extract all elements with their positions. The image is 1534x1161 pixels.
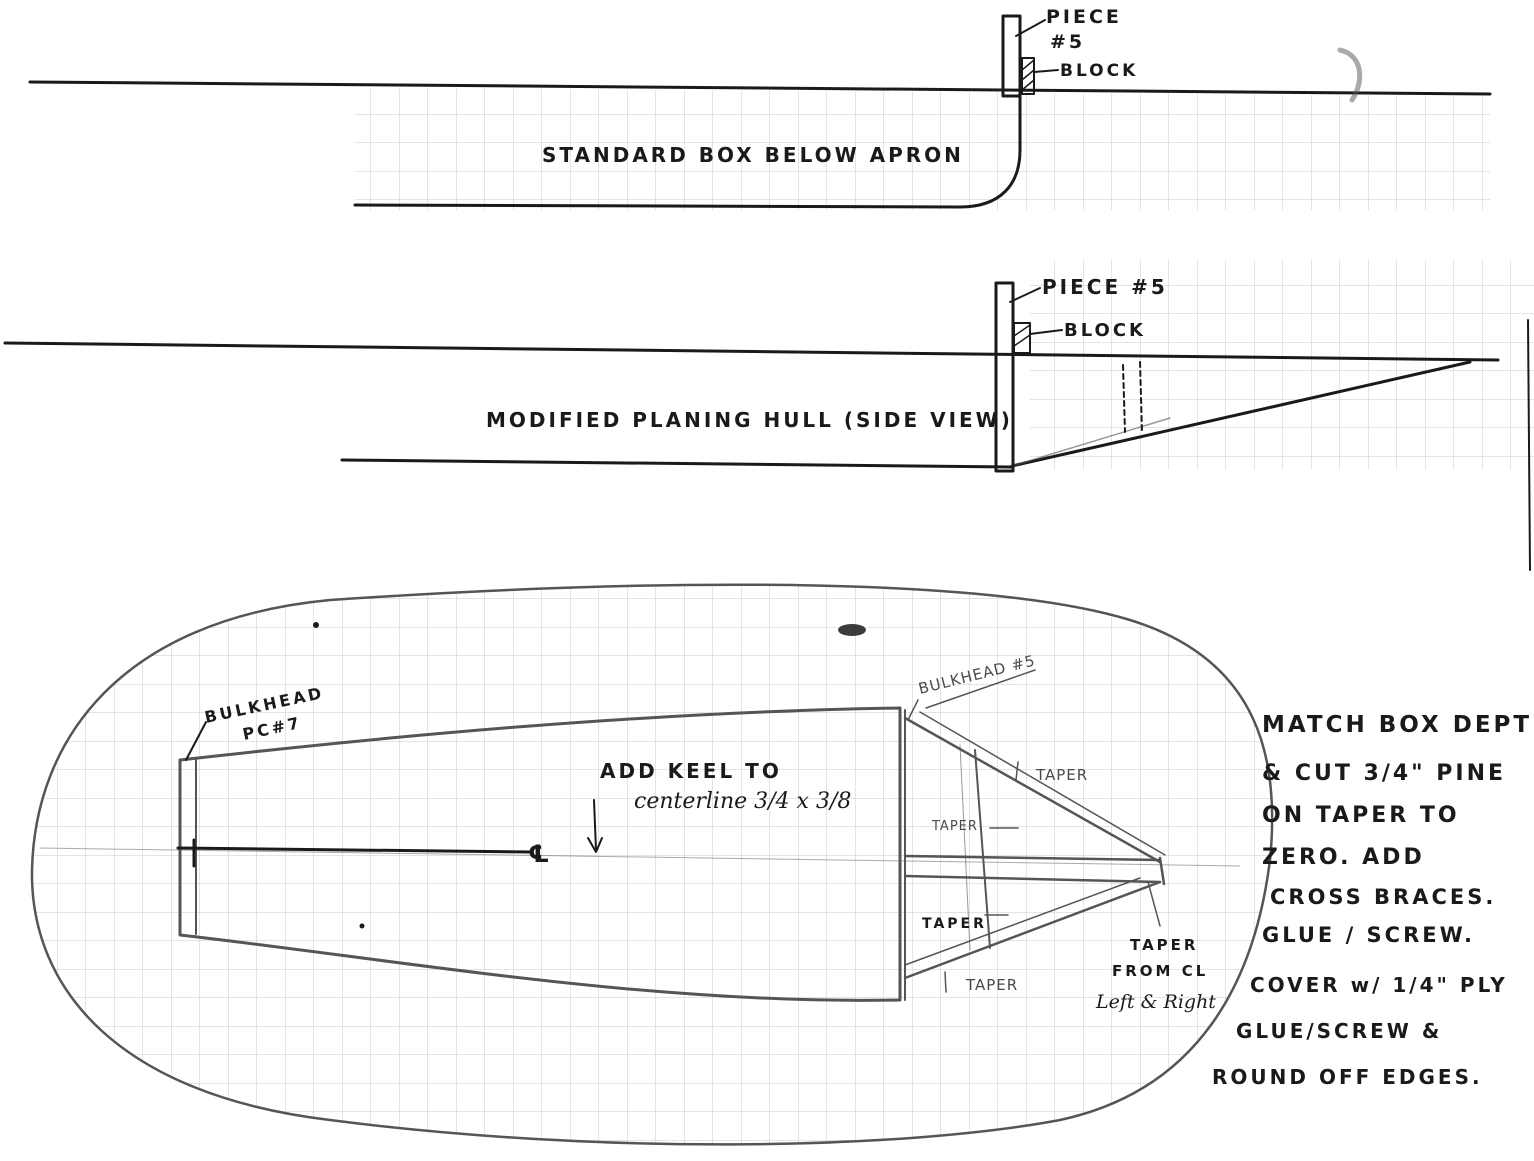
- planing-hull-label: MODIFIED PLANING HULL (SIDE VIEW): [486, 408, 1013, 432]
- dashed-brace-1: [1122, 364, 1126, 433]
- taper-note-line3: Left & Right: [1095, 991, 1216, 1013]
- grid-paper-oval: [31, 584, 1273, 1145]
- taper-arm-top: [903, 716, 1162, 864]
- keel-line: [176, 846, 532, 854]
- block-label: BLOCK: [1060, 61, 1138, 81]
- page-edge-mark: [1527, 319, 1531, 571]
- hull-taper-pencil: [1011, 417, 1171, 467]
- center-brace-top: [903, 854, 1162, 862]
- taper-label-2: TAPER: [931, 819, 978, 834]
- box-outline: [353, 88, 1022, 209]
- hull-frame-outline: [178, 706, 902, 1002]
- piece-5-board-2: [994, 281, 1015, 473]
- instruction-line-6: GLUE / SCREW.: [1262, 923, 1475, 947]
- taper-label-3: TAPER: [922, 916, 987, 932]
- taper-arm-bottom: [903, 880, 1162, 980]
- taper-arrow-4: [944, 971, 947, 993]
- taper-tip: [1158, 856, 1166, 886]
- bulkhead-7-leader: [185, 721, 207, 761]
- bulkhead-5-underline: [925, 669, 1036, 709]
- dashed-brace-2: [1139, 361, 1143, 433]
- planing-hull-diagram: PIECE #5 BLOCK MODIFIED PLANING HULL (SI…: [3, 260, 1534, 571]
- block-leader: [1033, 69, 1059, 73]
- block-leader-2: [1029, 329, 1063, 335]
- top-view-diagram: ℄ BULKHEAD PC#7 BULKHEAD #5 ADD KEEL T: [30, 583, 1274, 1146]
- bulkhead-5-leader: [907, 699, 919, 721]
- taper-arrow-1: [1015, 761, 1019, 781]
- keel-arrow-head: [587, 837, 603, 853]
- grid-paper-top: [355, 88, 1490, 210]
- taper-note-line1: TAPER: [1130, 936, 1198, 954]
- instruction-line-9: ROUND OFF EDGES.: [1212, 1065, 1483, 1089]
- instruction-line-2: & CUT 3/4" PINE: [1262, 761, 1506, 786]
- hull-bottom: [340, 458, 1014, 469]
- centerline-symbol: ℄: [528, 840, 553, 868]
- center-brace-bottom: [903, 874, 1162, 884]
- piece-leader-2: [1009, 287, 1041, 303]
- block-label-2: BLOCK: [1064, 320, 1146, 341]
- piece-leader: [1015, 19, 1046, 37]
- instruction-line-3: ON TAPER TO: [1262, 803, 1460, 828]
- ink-smudge-1: [838, 624, 866, 636]
- taper-arm-top-inner: [919, 711, 1166, 856]
- piece-5-board: [1001, 14, 1022, 98]
- cross-brace-inner: [959, 744, 971, 951]
- taper-note-leader: [1147, 881, 1161, 927]
- keel-label-line1: ADD KEEL TO: [600, 759, 782, 783]
- piece-label-line2: #5: [1050, 31, 1085, 53]
- taper-arm-bottom-inner: [904, 877, 1141, 966]
- taper-label-1: TAPER: [1035, 766, 1088, 784]
- centerline-guide: [39, 847, 1241, 867]
- instruction-line-1: MATCH BOX DEPTH: [1262, 712, 1534, 738]
- keel-arrow-shaft: [593, 799, 597, 851]
- hull-taper-line: [1010, 360, 1472, 468]
- hull-outline-oval: [30, 583, 1274, 1146]
- ink-dot-2: [359, 923, 365, 929]
- piece-label-2: PIECE #5: [1042, 275, 1168, 299]
- instruction-line-8: GLUE/SCREW &: [1236, 1019, 1442, 1043]
- instructions-block: MATCH BOX DEPTH & CUT 3/4" PINE ON TAPER…: [1212, 712, 1534, 1089]
- keel-label-line2: centerline 3/4 x 3/8: [634, 789, 851, 814]
- waterline: [3, 341, 1500, 362]
- ink-dot-1: [313, 622, 319, 628]
- instruction-line-7: COVER w/ 1/4" PLY: [1250, 973, 1508, 997]
- pencil-smudge: [1337, 47, 1363, 103]
- apron-line: [28, 80, 1492, 96]
- standard-box-label: STANDARD BOX BELOW APRON: [542, 143, 964, 167]
- instruction-line-5: CROSS BRACES.: [1270, 885, 1496, 909]
- piece-label-line1: PIECE: [1046, 6, 1122, 28]
- taper-label-4: TAPER: [965, 976, 1018, 994]
- block-hatch: [1021, 57, 1035, 95]
- instruction-line-4: ZERO. ADD: [1262, 845, 1425, 870]
- standard-box-diagram: PIECE #5 BLOCK STANDARD BOX BELOW APRON: [28, 6, 1492, 210]
- taper-note-line2: FROM CL: [1112, 962, 1208, 980]
- block-hatch-2: [1013, 322, 1031, 354]
